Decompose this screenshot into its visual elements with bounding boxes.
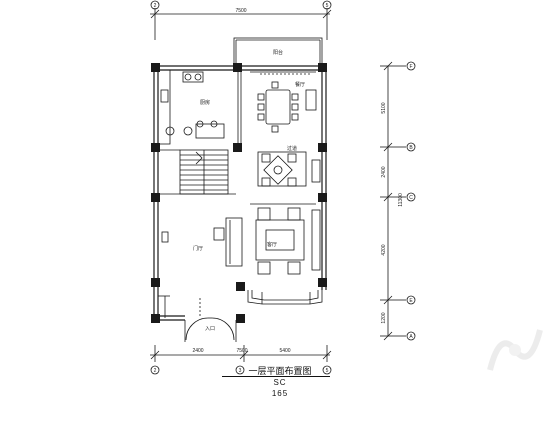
logo-watermark-icon [480, 320, 550, 380]
corridor-tea-table [257, 151, 321, 187]
title-underline [222, 376, 330, 377]
room-label-foyer: 门厅 [193, 245, 203, 252]
living-room [213, 203, 321, 275]
room-label-corridor: 过道 [287, 145, 297, 152]
room-label-balcony: 阳台 [273, 49, 283, 56]
bottom-grid-bubble-1: 2 [154, 368, 157, 374]
bay-window [247, 290, 323, 305]
right-dim-4: 1200 [381, 312, 387, 323]
bottom-dim-right: 5400 [279, 348, 290, 354]
room-label-living: 客厅 [267, 241, 277, 248]
dimension-labels: 7500 2400 7500 5400 5100 2400 11300 4200… [154, 3, 414, 374]
grid-bubble-2: B [409, 145, 413, 151]
structural-columns [151, 63, 327, 323]
bottom-grid-bubble-3: 5 [326, 368, 329, 374]
right-dim-1: 5100 [381, 102, 387, 113]
foyer-entry [158, 231, 237, 342]
grid-bubble-5: A [409, 334, 413, 340]
top-grid-bubble-2: 5 [326, 3, 329, 9]
bottom-dim-mid: 7500 [236, 348, 247, 354]
right-dim-2: 2400 [381, 166, 387, 177]
drawing-title: 一层平面布置图 [248, 366, 312, 376]
room-labels: 阳台 厨房 餐厅 客厅 门厅 入口 过道 [193, 49, 305, 332]
staircase [160, 149, 236, 195]
bottom-dimension-chain [150, 345, 332, 375]
right-dimension-chain [380, 61, 416, 341]
right-dim-3: 4200 [381, 244, 387, 255]
bottom-dim-left: 2400 [192, 348, 203, 354]
top-grid-bubble-1: 2 [154, 3, 157, 9]
room-label-kitchen: 厨房 [200, 99, 210, 106]
grid-bubble-1: F [409, 64, 412, 70]
grid-bubble-3: C [409, 195, 413, 201]
room-label-dining: 餐厅 [295, 81, 305, 88]
kitchen [157, 69, 242, 148]
bottom-grid-bubble-2: 3 [239, 368, 242, 374]
grid-bubble-4: E [409, 298, 413, 304]
room-label-entry: 入口 [205, 326, 215, 332]
top-total-dim: 7500 [235, 8, 246, 14]
sheet-number: 165 [271, 389, 289, 398]
right-dim-total: 11300 [398, 193, 404, 207]
sheet-code: SC [273, 378, 287, 387]
top-dimension-chain [150, 0, 332, 40]
dining-area [250, 71, 317, 133]
